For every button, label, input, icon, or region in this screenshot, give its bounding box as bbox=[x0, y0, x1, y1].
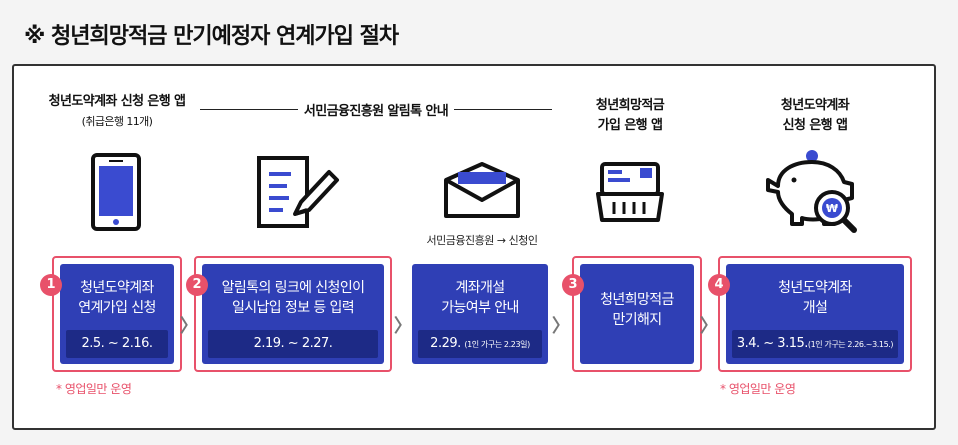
svg-text:₩: ₩ bbox=[826, 202, 838, 215]
header-mid-line-right bbox=[454, 109, 552, 110]
smartphone-icon bbox=[91, 153, 141, 231]
header-mid: 서민금융진흥원 알림톡 안내 bbox=[200, 100, 552, 119]
step2-date: 2.19. ~ 2.27. bbox=[208, 330, 378, 358]
step4-date-main: 3.4. ~ 3.15. bbox=[736, 336, 809, 351]
step2-badge: 2 bbox=[186, 274, 208, 296]
header-mid-label: 서민금융진흥원 알림톡 안내 bbox=[303, 104, 449, 119]
step2-text: 알림톡의 링크에 신청인이 일시납입 정보 등 입력 bbox=[202, 278, 384, 318]
step4-line2: 개설 bbox=[802, 300, 828, 316]
card-terminal-icon bbox=[596, 162, 664, 222]
step-mid-line2: 가능여부 안내 bbox=[441, 300, 519, 316]
chevron-2-icon: 〉 bbox=[394, 316, 412, 337]
step4-text: 청년도약계좌 개설 bbox=[726, 278, 904, 318]
envelope-icon bbox=[444, 162, 520, 218]
chevron-1-icon: 〉 bbox=[180, 316, 198, 337]
chevron-3-icon: 〉 bbox=[552, 316, 570, 337]
step3-text: 청년희망적금 만기해지 bbox=[580, 290, 694, 330]
step1-line2: 연계가입 신청 bbox=[78, 300, 156, 316]
page-title: ※ 청년희망적금 만기예정자 연계가입 절차 bbox=[24, 24, 399, 49]
note-business-days-left: * 영업일만 운영 bbox=[56, 382, 132, 396]
note-business-days-right: * 영업일만 운영 bbox=[720, 382, 796, 396]
header-step1-sub: (취급은행 11개) bbox=[81, 115, 153, 128]
step1-date: 2.5. ~ 2.16. bbox=[66, 330, 168, 358]
header-step1-title: 청년도약계좌 신청 은행 앱 bbox=[48, 94, 186, 109]
step1-card: 청년도약계좌 연계가입 신청 2.5. ~ 2.16. bbox=[60, 264, 174, 364]
step1-line1: 청년도약계좌 bbox=[80, 280, 154, 296]
step-mid-date-main: 2.29. bbox=[430, 336, 461, 351]
step4-line1: 청년도약계좌 bbox=[778, 280, 852, 296]
step3-card: 청년희망적금 만기해지 bbox=[580, 264, 694, 364]
step1-badge: 1 bbox=[40, 274, 62, 296]
header-step5: 청년도약계좌 신청 은행 앱 bbox=[730, 96, 900, 136]
header-step5-line2: 신청 은행 앱 bbox=[782, 118, 848, 133]
step3-line1: 청년희망적금 bbox=[600, 292, 674, 308]
step-mid-card: 계좌개설 가능여부 안내 2.29. (1인 가구는 2.23일) bbox=[412, 264, 548, 364]
step-mid-line1: 계좌개설 bbox=[455, 280, 505, 296]
step3-badge: 3 bbox=[562, 274, 584, 296]
step2-line2: 일시납입 정보 등 입력 bbox=[231, 300, 355, 316]
piggybank-search-icon: ₩ bbox=[766, 150, 857, 233]
step2-line1: 알림톡의 링크에 신청인이 bbox=[221, 280, 365, 296]
header-step4: 청년희망적금 가입 은행 앱 bbox=[560, 96, 700, 136]
step2-card: 알림톡의 링크에 신청인이 일시납입 정보 등 입력 2.19. ~ 2.27. bbox=[202, 264, 384, 364]
step4-date: 3.4. ~ 3.15.(1인 가구는 2.26.~3.15.) bbox=[732, 330, 898, 358]
step-mid-text: 계좌개설 가능여부 안내 bbox=[412, 278, 548, 318]
sender-label: 서민금융진흥원 → 신청인 bbox=[426, 234, 538, 247]
header-mid-line-left bbox=[200, 109, 298, 110]
step-mid-date: 2.29. (1인 가구는 2.23일) bbox=[418, 330, 542, 358]
header-step4-line2: 가입 은행 앱 bbox=[597, 118, 663, 133]
step3-line2: 만기해지 bbox=[612, 312, 662, 328]
document-edit-icon bbox=[257, 156, 339, 228]
step4-date-note: (1인 가구는 2.26.~3.15.) bbox=[807, 340, 894, 349]
step4-badge: 4 bbox=[708, 274, 730, 296]
step1-text: 청년도약계좌 연계가입 신청 bbox=[60, 278, 174, 318]
header-step1: 청년도약계좌 신청 은행 앱 (취급은행 11개) bbox=[28, 92, 206, 132]
header-step4-line1: 청년희망적금 bbox=[595, 98, 665, 113]
step-mid-date-note: (1인 가구는 2.23일) bbox=[464, 340, 530, 349]
header-step5-line1: 청년도약계좌 bbox=[780, 98, 850, 113]
step4-card: 청년도약계좌 개설 3.4. ~ 3.15.(1인 가구는 2.26.~3.15… bbox=[726, 264, 904, 364]
chevron-4-icon: 〉 bbox=[700, 316, 718, 337]
